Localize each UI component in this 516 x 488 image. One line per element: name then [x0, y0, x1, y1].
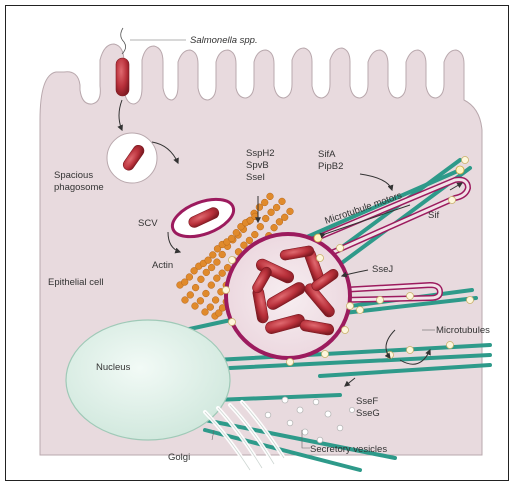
actin-bead	[192, 284, 199, 291]
label-sspH2: SspH2	[246, 148, 275, 159]
label-secretory-vesicles: Secretory vesicles	[310, 444, 387, 455]
label-microtubules: Microtubules	[436, 325, 490, 336]
actin-bead	[198, 276, 205, 283]
actin-bead	[208, 264, 215, 271]
actin-bead	[212, 297, 219, 304]
actin-bead	[187, 292, 194, 299]
actin-bead	[267, 193, 274, 200]
actin-bead	[287, 208, 294, 215]
actin-bead	[257, 223, 264, 230]
actin-bead	[186, 274, 193, 281]
actin-bead	[205, 257, 212, 264]
actin-bead	[202, 309, 209, 316]
actin-bead	[281, 214, 288, 221]
label-spvB: SpvB	[246, 160, 269, 171]
actin-bead	[192, 303, 199, 310]
label-sseg: SseG	[356, 408, 380, 419]
label-nucleus: Nucleus	[96, 362, 131, 373]
actin-bead	[261, 199, 268, 206]
nucleus	[66, 320, 230, 440]
actin-bead	[273, 204, 280, 211]
label-actin: Actin	[152, 260, 173, 271]
actin-bead	[182, 297, 189, 304]
actin-bead	[214, 259, 221, 266]
actin-bead	[251, 231, 258, 238]
label-sifA: SifA	[318, 149, 336, 160]
actin-bead	[268, 209, 275, 216]
actin-bead	[208, 282, 215, 289]
actin-bead	[197, 297, 204, 304]
label-salmonella: Salmonella spp.	[190, 35, 258, 46]
actin-bead	[203, 269, 210, 276]
actin-bead	[203, 290, 210, 297]
label-sseI: SseI	[246, 172, 265, 183]
actin-bead	[228, 235, 235, 242]
label-sif: Sif	[428, 210, 439, 221]
actin-bead	[209, 252, 216, 259]
label-golgi: Golgi	[168, 452, 190, 463]
actin-bead	[252, 213, 259, 220]
actin-bead	[279, 198, 286, 205]
label-epithelial-cell: Epithelial cell	[48, 277, 103, 288]
actin-bead	[271, 224, 278, 231]
actin-bead	[256, 204, 263, 211]
label-ssej: SseJ	[372, 264, 393, 275]
actin-bead	[262, 215, 269, 222]
label-scv: SCV	[138, 218, 158, 229]
actin-bead	[219, 270, 226, 277]
actin-bead	[219, 251, 226, 258]
actin-bead	[207, 304, 214, 311]
actin-bead	[246, 237, 253, 244]
actin-bead	[213, 275, 220, 282]
label-ssef: SseF	[356, 396, 378, 407]
label-pipB2: PipB2	[318, 161, 343, 172]
actin-bead	[233, 229, 240, 236]
label-spacious-1: Spacious	[54, 170, 93, 181]
label-spacious-2: phagosome	[54, 182, 104, 193]
entering-salmonella	[116, 28, 129, 96]
